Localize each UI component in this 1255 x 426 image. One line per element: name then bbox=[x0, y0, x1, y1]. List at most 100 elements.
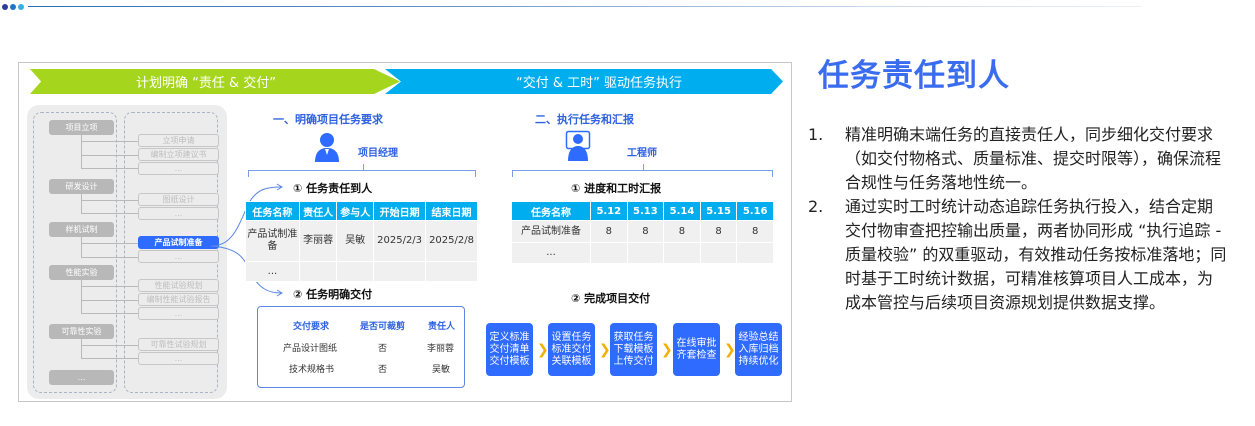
table-cell bbox=[699, 242, 738, 264]
chevron-right-icon: ❯ bbox=[599, 342, 611, 358]
column-header: 开始日期 bbox=[373, 201, 427, 221]
page-title: 任务责任到人 bbox=[818, 58, 1010, 94]
task-label: 产品试制准备 bbox=[154, 238, 203, 247]
connector bbox=[81, 141, 138, 142]
flow-step-label: 获取任务下载模板上传交付 bbox=[613, 331, 654, 367]
connector bbox=[81, 345, 138, 346]
bracket bbox=[643, 164, 644, 170]
flow-step: 获取任务下载模板上传交付 bbox=[610, 323, 657, 376]
banner-plan: 计划明确 “责任 & 交付” bbox=[30, 69, 400, 94]
connector bbox=[81, 213, 138, 214]
flow-step: 在线审批齐套检查 bbox=[673, 323, 720, 376]
column-header: 是否可裁剪 bbox=[360, 322, 406, 332]
column-header: 结束日期 bbox=[425, 201, 478, 221]
table-cell: 8 bbox=[736, 220, 774, 243]
phase-item[interactable]: 项目立项 bbox=[49, 120, 114, 135]
manager-icon bbox=[315, 133, 339, 162]
task-label: 编制立项建议书 bbox=[150, 150, 207, 159]
list-number: 2. bbox=[808, 197, 824, 216]
phase-item[interactable]: 研发设计 bbox=[49, 179, 114, 194]
task-item[interactable]: ... bbox=[138, 250, 219, 263]
banner-execute: “交付 & 工时” 驱动任务执行 bbox=[385, 69, 783, 94]
table-cell: 2025/2/3 bbox=[373, 220, 427, 262]
decor-dot-2 bbox=[10, 4, 16, 10]
flow-step-label: 定义标准交付清单交付模板 bbox=[489, 331, 530, 367]
bracket bbox=[512, 170, 773, 177]
task-item[interactable]: ... bbox=[138, 307, 219, 320]
decor-dot-3 bbox=[18, 4, 24, 10]
connector bbox=[81, 280, 82, 313]
task-item[interactable]: 图纸设计 bbox=[138, 193, 219, 206]
task-item[interactable]: 可靠性试验规划 bbox=[138, 338, 219, 351]
section-title-execution: 二、执行任务和汇报 bbox=[535, 113, 634, 126]
task-item[interactable]: ... bbox=[138, 352, 219, 365]
step-title-delivery: ② 任务明确交付 bbox=[293, 288, 373, 301]
flow-step: 经验总结入库归档持续优化 bbox=[735, 323, 782, 376]
connector bbox=[81, 168, 138, 169]
engineer-icon bbox=[565, 130, 591, 161]
task-item[interactable]: 立项申请 bbox=[138, 134, 219, 147]
list-number: 1. bbox=[808, 125, 824, 144]
timesheet-table: 任务名称 5.12 5.13 5.14 5.15 5.16 产品试制准备 8 8… bbox=[511, 201, 774, 264]
list-text: 通过实时工时统计动态追踪任务执行投入，结合定期交付物审查把控输出质量，两者协同形… bbox=[845, 197, 1227, 312]
phase-item[interactable]: 样机试制 bbox=[49, 222, 114, 237]
connector bbox=[81, 286, 138, 287]
column-header: 责任人 bbox=[428, 322, 456, 332]
task-item[interactable]: 编制性能试验报告 bbox=[138, 293, 219, 306]
connector bbox=[81, 135, 82, 168]
connector bbox=[81, 237, 82, 257]
column-header: 任务名称 bbox=[511, 201, 591, 221]
column-header: 5.14 bbox=[663, 201, 701, 221]
task-item-active[interactable]: 产品试制准备 bbox=[138, 236, 219, 249]
table-cell: 否 bbox=[378, 344, 388, 354]
column-header: 5.12 bbox=[590, 201, 628, 221]
task-item[interactable]: ... bbox=[138, 207, 219, 220]
column-header: 5.13 bbox=[626, 201, 665, 221]
task-label: 可靠性试验规划 bbox=[150, 340, 207, 349]
list-text: 精准明确末端任务的直接责任人，同步细化交付要求（如交付物格式、质量标准、提交时限… bbox=[845, 125, 1222, 192]
connector bbox=[81, 243, 138, 244]
task-label: ... bbox=[174, 164, 183, 173]
table-cell: 2025/2/8 bbox=[425, 220, 478, 262]
flow-step-label: 设置任务标准交付关联模板 bbox=[551, 331, 592, 367]
column-header: 5.15 bbox=[699, 201, 738, 221]
table-cell: 8 bbox=[699, 220, 738, 243]
chevron-right-icon: ❯ bbox=[537, 342, 549, 358]
table-cell: 产品试制准备 bbox=[245, 220, 300, 262]
table-cell: ... bbox=[245, 261, 300, 282]
flow-step-label: 在线审批齐套检查 bbox=[676, 337, 717, 361]
step-title-assign: ① 任务责任到人 bbox=[293, 182, 373, 195]
phase-label: 项目立项 bbox=[65, 123, 98, 132]
task-label: ... bbox=[174, 354, 183, 363]
task-label: ... bbox=[174, 309, 183, 318]
task-item[interactable]: 性能试验规划 bbox=[138, 279, 219, 292]
connector bbox=[81, 257, 138, 258]
decor-dot-1 bbox=[2, 4, 8, 10]
connector bbox=[81, 155, 138, 156]
connector bbox=[81, 194, 82, 213]
table-row: 产品试制准备 8 8 8 8 8 bbox=[511, 220, 774, 243]
table-cell: 8 bbox=[590, 220, 628, 243]
column-header: 5.16 bbox=[736, 201, 774, 221]
chevron-right-icon: ❯ bbox=[724, 342, 736, 358]
list-item: 1. 精准明确末端任务的直接责任人，同步细化交付要求（如交付物格式、质量标准、提… bbox=[808, 123, 1228, 195]
task-item[interactable]: ... bbox=[138, 162, 219, 175]
connector bbox=[81, 200, 138, 201]
table-cell: 8 bbox=[626, 220, 665, 243]
task-label: 性能试验规划 bbox=[154, 281, 203, 290]
step-title-complete: ② 完成项目交付 bbox=[571, 292, 651, 305]
table-cell: 技术规格书 bbox=[289, 365, 335, 375]
table-cell bbox=[590, 242, 628, 264]
role-label-manager: 项目经理 bbox=[358, 148, 398, 159]
task-item[interactable]: 编制立项建议书 bbox=[138, 148, 219, 161]
phase-item[interactable]: 可靠性实验 bbox=[49, 324, 114, 339]
phase-item[interactable]: 性能实验 bbox=[49, 265, 114, 280]
role-label-engineer: 工程师 bbox=[627, 148, 657, 159]
diagram-panel: 计划明确 “责任 & 交付” “交付 & 工时” 驱动任务执行 项目立项 立项申… bbox=[18, 62, 792, 402]
bracket bbox=[363, 164, 364, 170]
connector bbox=[81, 313, 138, 314]
task-label: 立项申请 bbox=[162, 136, 195, 145]
task-label: ... bbox=[174, 252, 183, 261]
step-title-progress: ① 进度和工时汇报 bbox=[571, 182, 662, 195]
phase-item[interactable]: ... bbox=[49, 370, 114, 385]
